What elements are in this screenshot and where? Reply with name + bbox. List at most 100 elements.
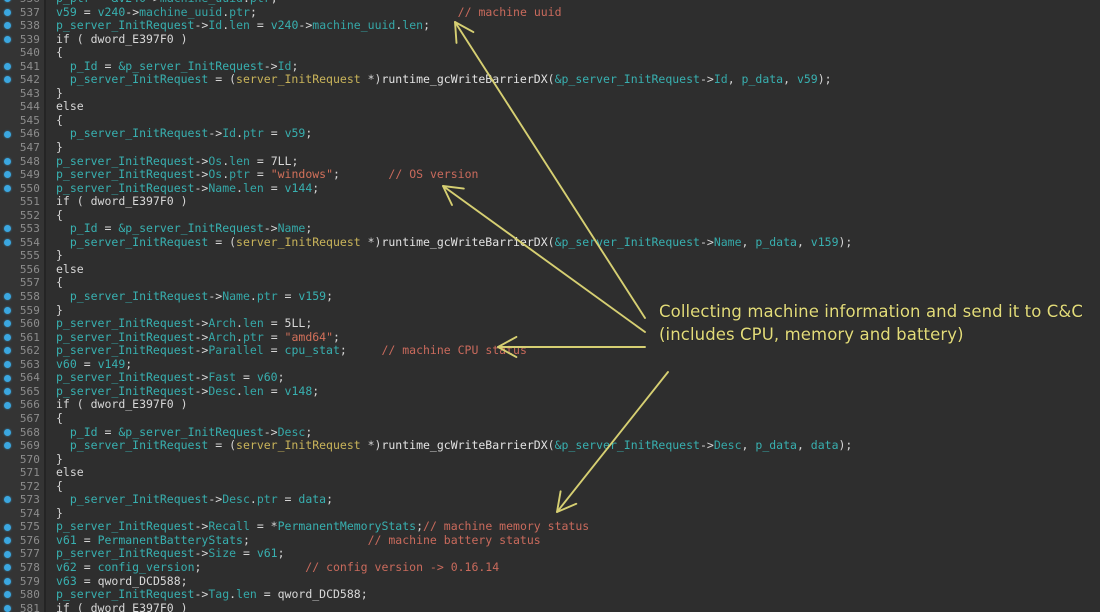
code-token: ); bbox=[838, 438, 853, 453]
breakpoint-dot-icon[interactable] bbox=[4, 8, 11, 16]
breakpoint-dot-icon[interactable] bbox=[4, 320, 11, 328]
code-line[interactable]: 568 p_Id = &p_server_InitRequest->Desc; bbox=[0, 425, 1100, 440]
code-text: } bbox=[56, 140, 63, 155]
code-text: p_server_InitRequest->Size = v61; bbox=[56, 547, 285, 561]
code-line[interactable]: 558 p_server_InitRequest->Name.ptr = v15… bbox=[0, 289, 1100, 304]
code-text: p_server_InitRequest->Recall = *Permanen… bbox=[56, 520, 589, 534]
breakpoint-dot-icon[interactable] bbox=[4, 239, 11, 247]
breakpoint-dot-icon[interactable] bbox=[4, 374, 11, 382]
code-token bbox=[56, 221, 70, 235]
code-line[interactable]: 554 p_server_InitRequest = (server_InitR… bbox=[0, 234, 1100, 250]
code-text: p_server_InitRequest->Id.ptr = v59; bbox=[56, 127, 312, 141]
breakpoint-dot-icon[interactable] bbox=[4, 388, 11, 396]
code-token: = bbox=[76, 356, 98, 371]
code-line[interactable]: 552{ bbox=[0, 208, 1100, 223]
breakpoint-dot-icon[interactable] bbox=[4, 496, 11, 504]
breakpoint-dot-icon[interactable] bbox=[4, 577, 11, 585]
code-line[interactable]: 545{ bbox=[0, 113, 1100, 128]
breakpoint-dot-icon[interactable] bbox=[4, 293, 11, 301]
code-token: ; bbox=[291, 153, 299, 168]
code-token: *) bbox=[360, 438, 382, 453]
code-token: v60 bbox=[56, 356, 77, 371]
breakpoint-dot-icon[interactable] bbox=[4, 225, 11, 233]
code-line[interactable]: 572{ bbox=[0, 479, 1100, 494]
code-line[interactable]: 557{ bbox=[0, 276, 1100, 290]
code-token: Name bbox=[208, 180, 237, 195]
breakpoint-dot-icon[interactable] bbox=[4, 591, 11, 599]
breakpoint-dot-icon[interactable] bbox=[4, 442, 11, 450]
code-token: machine_uuid bbox=[160, 0, 243, 5]
code-token: dword_E397F0 bbox=[90, 397, 174, 412]
code-line[interactable]: 542 p_server_InitRequest = (server_InitR… bbox=[0, 73, 1100, 87]
breakpoint-dot-icon[interactable] bbox=[4, 0, 11, 3]
code-line[interactable]: 543} bbox=[0, 86, 1100, 101]
breakpoint-dot-icon[interactable] bbox=[4, 306, 11, 314]
breakpoint-dot-icon[interactable] bbox=[4, 184, 11, 192]
breakpoint-dot-icon[interactable] bbox=[4, 62, 11, 70]
code-token: ; bbox=[416, 519, 424, 534]
code-line[interactable]: 567{ bbox=[0, 411, 1100, 426]
breakpoint-dot-icon[interactable] bbox=[4, 130, 11, 138]
code-line[interactable]: 540{ bbox=[0, 45, 1100, 60]
breakpoint-dot-icon[interactable] bbox=[4, 537, 11, 545]
code-text: { bbox=[56, 479, 63, 494]
code-line[interactable]: 570} bbox=[0, 452, 1100, 467]
breakpoint-dot-icon[interactable] bbox=[4, 564, 11, 572]
code-line[interactable]: 573 p_server_InitRequest->Desc.ptr = dat… bbox=[0, 492, 1100, 507]
code-token: = ( bbox=[208, 234, 237, 249]
code-line[interactable]: 547} bbox=[0, 140, 1100, 155]
code-token: ; bbox=[180, 573, 188, 588]
breakpoint-dot-icon[interactable] bbox=[4, 333, 11, 341]
code-line[interactable]: 553 p_Id = &p_server_InitRequest->Name; bbox=[0, 222, 1100, 236]
code-token: Arch bbox=[208, 316, 237, 331]
code-line[interactable]: 546 p_server_InitRequest->Id.ptr = v59; bbox=[0, 127, 1100, 141]
code-line[interactable]: 555} bbox=[0, 249, 1100, 263]
breakpoint-dot-icon[interactable] bbox=[4, 171, 11, 179]
breakpoint-dot-icon[interactable] bbox=[4, 347, 11, 355]
breakpoint-dot-icon[interactable] bbox=[4, 35, 11, 43]
code-line[interactable]: 536p_ptr = &v240->machine_uuid.ptr; bbox=[0, 0, 1100, 6]
code-line[interactable]: 574} bbox=[0, 506, 1100, 521]
breakpoint-dot-icon[interactable] bbox=[4, 22, 11, 30]
breakpoint-dot-icon[interactable] bbox=[4, 428, 11, 436]
code-line[interactable]: 559} bbox=[0, 303, 1100, 318]
annotation-line-2: (includes CPU, memory and battery) bbox=[659, 325, 964, 344]
breakpoint-dot-icon[interactable] bbox=[4, 401, 11, 409]
breakpoint-dot-icon[interactable] bbox=[4, 76, 11, 84]
code-token: -> bbox=[194, 370, 209, 385]
line-number: 551 bbox=[19, 195, 40, 209]
code-token: v144 bbox=[284, 180, 313, 195]
breakpoint-dot-icon[interactable] bbox=[4, 550, 11, 558]
breakpoint-dot-icon[interactable] bbox=[4, 360, 11, 368]
breakpoint-dot-icon[interactable] bbox=[4, 604, 11, 612]
code-line[interactable]: 541 p_Id = &p_server_InitRequest->Id; bbox=[0, 59, 1100, 74]
code-token: , bbox=[783, 72, 797, 87]
breakpoint-dot-icon[interactable] bbox=[4, 523, 11, 531]
breakpoint-dot-icon[interactable] bbox=[4, 157, 11, 165]
code-line[interactable]: 569 p_server_InitRequest = (server_InitR… bbox=[0, 438, 1100, 453]
